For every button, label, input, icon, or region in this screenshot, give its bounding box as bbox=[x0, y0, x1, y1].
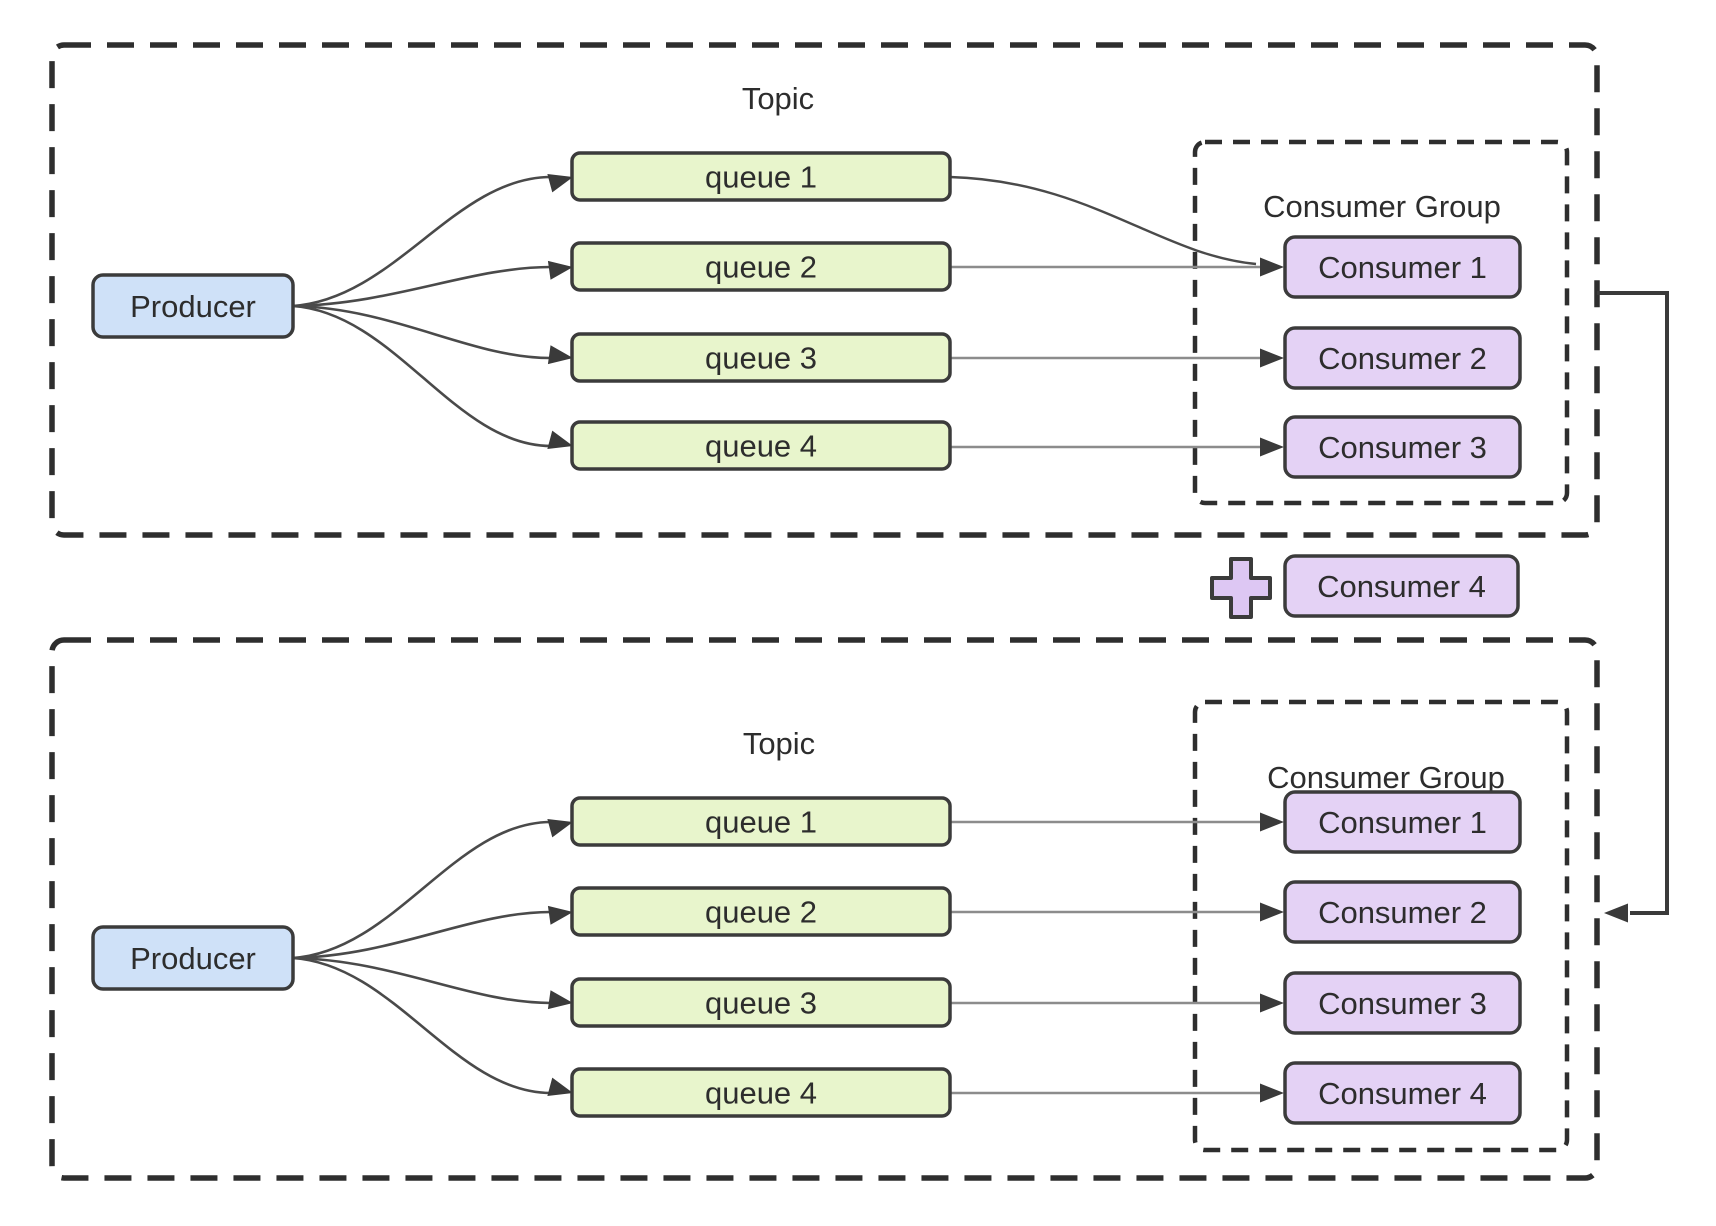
topic-label-bottom: Topic bbox=[743, 726, 815, 761]
consumer-node-4-bottom-label: Consumer 4 bbox=[1318, 1076, 1487, 1111]
consumer-node-3-bottom bbox=[1283, 971, 1522, 1035]
arrowhead-icon bbox=[1260, 812, 1284, 832]
consumer-node-4-bottom bbox=[1283, 1061, 1522, 1125]
queue-node-1-top-label: queue 1 bbox=[705, 160, 817, 195]
consumer-node-3-top-label: Consumer 3 bbox=[1318, 430, 1487, 465]
arrowhead-icon bbox=[547, 1077, 573, 1096]
producer-to-queue-2-bottom bbox=[292, 910, 552, 960]
producer-to-queue-3-bottom bbox=[292, 956, 552, 1005]
consumer-node-2-bottom bbox=[1283, 880, 1522, 944]
queue-node-4-bottom bbox=[570, 1067, 952, 1118]
arrowhead-icon bbox=[1604, 903, 1628, 923]
panel-frame-top bbox=[49, 42, 1600, 538]
topic-label-top: Topic bbox=[742, 81, 814, 116]
producer-to-queue-1-bottom bbox=[292, 820, 552, 960]
queue-node-2-bottom bbox=[570, 886, 952, 937]
arrowhead-icon bbox=[547, 905, 573, 925]
arrowhead-icon bbox=[547, 260, 573, 280]
queue-node-1-bottom-label: queue 1 bbox=[705, 805, 817, 840]
queue-node-1-top bbox=[570, 151, 952, 202]
consumer-group-label-bottom: Consumer Group bbox=[1267, 760, 1505, 795]
queue-node-3-top bbox=[570, 332, 952, 383]
arrowhead-icon bbox=[1260, 902, 1284, 922]
producer-node-bottom-label: Producer bbox=[130, 941, 256, 976]
added-consumer-node bbox=[1283, 554, 1520, 618]
arrowhead-icon bbox=[547, 819, 573, 838]
producer-node-bottom bbox=[91, 925, 295, 991]
consumer-group-frame-top bbox=[1192, 139, 1570, 506]
consumer-node-1-bottom-label: Consumer 1 bbox=[1318, 805, 1487, 840]
queue-node-3-bottom bbox=[570, 977, 952, 1028]
group-to-group-connector bbox=[1597, 291, 1669, 915]
arrowhead-icon bbox=[1260, 993, 1284, 1013]
consumer-node-2-top-label: Consumer 2 bbox=[1318, 341, 1487, 376]
consumer-node-2-bottom-label: Consumer 2 bbox=[1318, 895, 1487, 930]
consumer-group-frame-bottom bbox=[1192, 699, 1570, 1153]
queue-node-4-bottom-label: queue 4 bbox=[705, 1076, 817, 1111]
arrowhead-icon bbox=[547, 990, 573, 1010]
consumer-group-label-top: Consumer Group bbox=[1263, 189, 1501, 224]
queue-node-3-bottom-label: queue 3 bbox=[705, 986, 817, 1021]
queue-node-4-top-label: queue 4 bbox=[705, 429, 817, 464]
plus-icon bbox=[1210, 557, 1272, 619]
producer-to-queue-3-top bbox=[292, 304, 552, 360]
producer-to-queue-4-top bbox=[292, 304, 552, 448]
producer-node-top bbox=[91, 273, 295, 339]
added-consumer-node-label: Consumer 4 bbox=[1317, 569, 1486, 604]
producer-to-queue-1-top bbox=[292, 175, 552, 308]
arrowhead-icon bbox=[1260, 437, 1284, 457]
producer-to-queue-2-top bbox=[292, 265, 552, 308]
consumer-node-1-top-label: Consumer 1 bbox=[1318, 250, 1487, 285]
producer-node-top-label: Producer bbox=[130, 289, 256, 324]
consumer-node-1-top bbox=[1283, 235, 1522, 299]
queue-node-3-top-label: queue 3 bbox=[705, 341, 817, 376]
arrowhead-icon bbox=[1260, 348, 1284, 368]
consumer-node-3-top bbox=[1283, 415, 1522, 479]
consumer-node-3-bottom-label: Consumer 3 bbox=[1318, 986, 1487, 1021]
queue-1-to-consumer-1-top bbox=[949, 175, 1257, 266]
arrowhead-icon bbox=[547, 430, 573, 449]
arrowhead-icon bbox=[1260, 257, 1284, 277]
queue-node-4-top bbox=[570, 420, 952, 471]
consumer-node-2-top bbox=[1283, 326, 1522, 390]
queue-node-2-bottom-label: queue 2 bbox=[705, 895, 817, 930]
arrowhead-icon bbox=[547, 345, 573, 365]
producer-to-queue-4-bottom bbox=[292, 956, 552, 1095]
queue-node-2-top bbox=[570, 241, 952, 292]
arrowhead-icon bbox=[1260, 1083, 1284, 1103]
consumer-node-1-bottom bbox=[1283, 790, 1522, 854]
arrowhead-icon bbox=[547, 174, 573, 193]
queue-node-2-top-label: queue 2 bbox=[705, 250, 817, 285]
queue-node-1-bottom bbox=[570, 796, 952, 847]
